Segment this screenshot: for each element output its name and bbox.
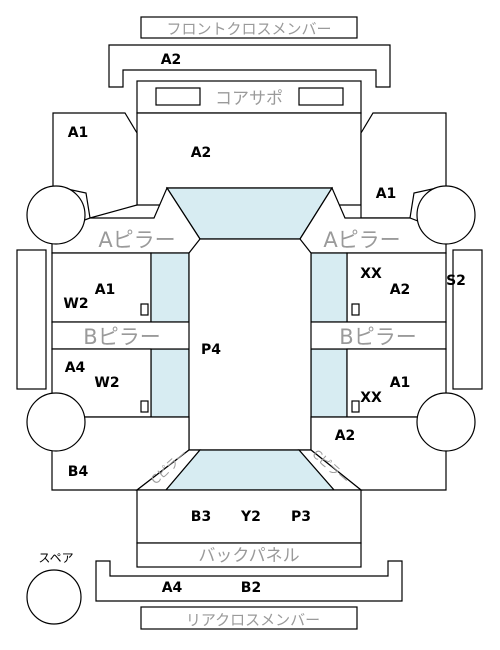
front-door-right-code-b: A2 [390,282,411,298]
back-panel-label: バックパネル [198,546,299,566]
rear-door-left-code-b: W2 [94,375,119,391]
rear-door-right-code-b: XX [360,390,382,406]
front-cross-member-label: フロントクロスメンバー [166,20,331,38]
front-door-left-part[interactable] [51,252,152,323]
b-pillar-right-label: Bピラー [339,325,416,349]
hood-code: A2 [191,145,212,161]
rear-member-part[interactable] [95,560,403,602]
b-pillar-right-part[interactable] [309,321,447,350]
front-member-part[interactable] [108,44,391,88]
core-support-label: コアサポ [215,89,283,109]
a-pillar-right-label: Aピラー [323,228,400,252]
rear-cross-member-label: リアクロスメンバー [186,611,320,629]
front-door-left-handle [140,303,149,316]
rear-member-code-b: B2 [241,580,261,596]
core-support-left-slot [155,87,201,106]
front-door-right-code-a: XX [360,266,382,282]
front-cross-member-box[interactable] [140,16,358,39]
side-sill-left-part[interactable] [16,249,47,390]
side-right-code: S2 [446,273,466,289]
back-panel-part[interactable] [136,542,362,568]
b-pillar-left-part[interactable] [51,321,191,350]
trunk-code-3: P3 [291,509,311,525]
trunk-code-2: Y2 [240,509,261,525]
front-door-left-code-a: A1 [95,282,116,298]
side-sill-right-part[interactable] [452,249,483,390]
front-door-right-handle [351,303,360,316]
rear-window-right[interactable] [310,348,348,418]
front-door-right-part[interactable] [346,252,447,323]
rear-fender-right-code: A2 [335,428,356,444]
spare-tire[interactable] [26,569,82,625]
front-door-left-code-b: W2 [63,296,88,312]
trunk-part[interactable] [136,489,362,544]
rear-member-code-a: A4 [162,580,183,596]
rear-window-left[interactable] [150,348,190,418]
front-window-right[interactable] [310,252,348,323]
rear-door-right-code-a: A1 [390,375,411,391]
rear-fender-left-code: B4 [68,464,89,480]
rear-left-tire[interactable] [26,392,86,452]
rear-door-left-handle [140,400,149,413]
rear-right-tire[interactable] [416,392,476,452]
front-fender-right-code: A1 [376,186,397,202]
rear-door-left-code-a: A4 [65,360,86,376]
front-window-left[interactable] [150,252,190,323]
spare-label: スペア [38,551,73,565]
front-left-tire[interactable] [26,185,86,245]
rear-cross-member-box[interactable] [140,606,358,630]
front-fender-left-code: A1 [68,125,89,141]
front-member-code: A2 [161,52,182,68]
front-right-tire[interactable] [416,185,476,245]
trunk-code-1: B3 [191,509,211,525]
core-support-right-slot [298,87,344,106]
b-pillar-left-label: Bピラー [83,325,160,349]
roof-code: P4 [201,342,221,358]
a-pillar-left-label: Aピラー [98,228,175,252]
rear-door-right-handle [351,400,360,413]
